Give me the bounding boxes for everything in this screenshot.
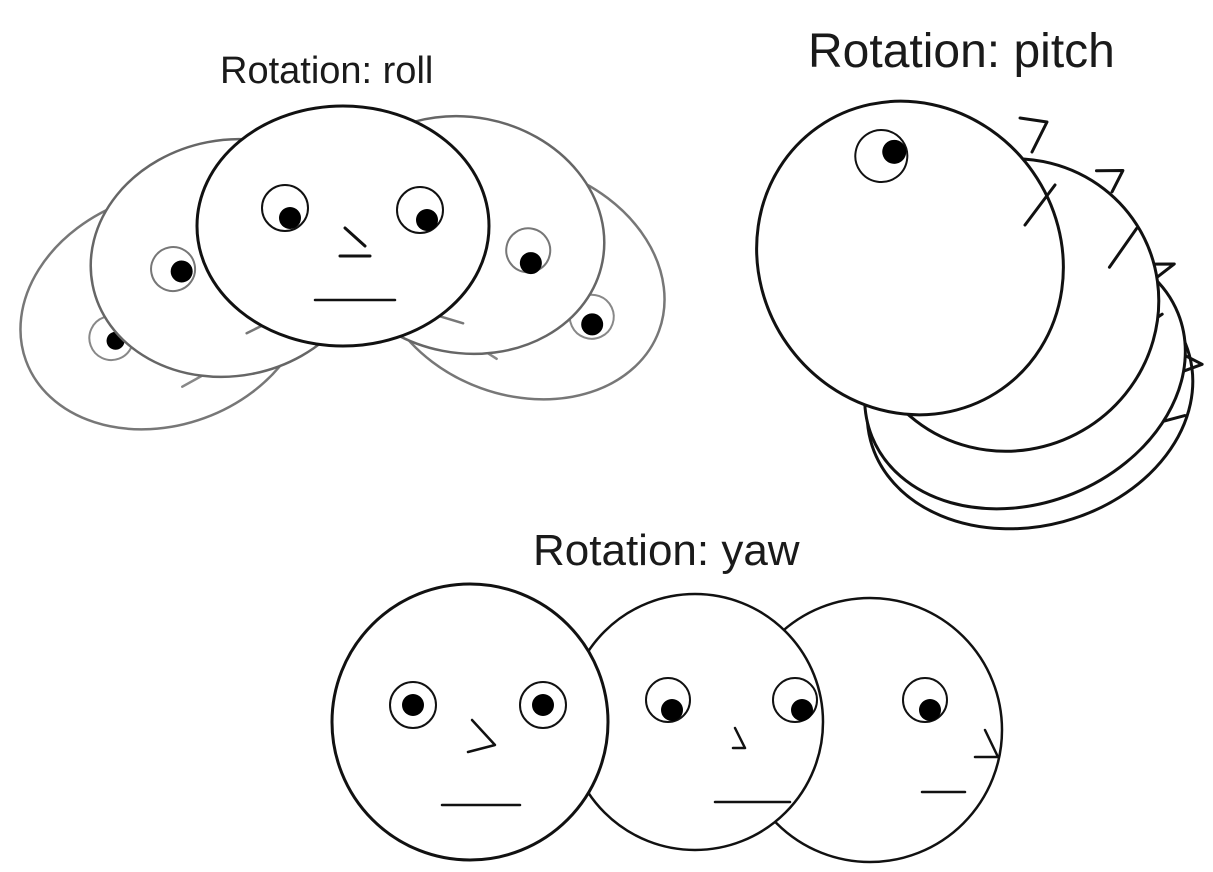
pitch-face-1 bbox=[755, 99, 1065, 417]
yaw-panel bbox=[330, 582, 1004, 864]
pitch-face-1-mouth bbox=[1023, 183, 1057, 227]
yaw-face-front-nose bbox=[466, 718, 497, 754]
yaw-face-three-quarter-pupil-right bbox=[791, 699, 813, 721]
yaw-face-profile-nose bbox=[973, 728, 1000, 759]
roll-title: Rotation: roll bbox=[220, 50, 434, 92]
pitch-panel bbox=[755, 99, 1204, 531]
roll-face-center-pupil-left bbox=[279, 207, 301, 229]
roll-face-center-nose bbox=[338, 226, 372, 258]
yaw-face-front bbox=[330, 582, 610, 862]
pitch-face-1-head bbox=[755, 99, 1065, 417]
pitch-title: Rotation: pitch bbox=[808, 25, 1115, 78]
yaw-face-front-pupil-left bbox=[402, 694, 424, 716]
yaw-face-front-head bbox=[330, 582, 610, 862]
yaw-face-three-quarter-nose bbox=[731, 726, 747, 750]
roll-face-center-pupil-right bbox=[416, 209, 438, 231]
roll-face-left-pupil bbox=[170, 260, 193, 283]
yaw-title: Rotation: yaw bbox=[533, 526, 800, 575]
yaw-face-three-quarter-pupil-left bbox=[661, 699, 683, 721]
roll-face-far-right-pupil bbox=[581, 313, 604, 336]
pitch-face-2-mouth bbox=[1107, 226, 1139, 269]
roll-face-right-pupil bbox=[519, 252, 542, 275]
pitch-face-1-nose bbox=[1018, 116, 1049, 154]
roll-face-center bbox=[195, 104, 491, 348]
yaw-face-profile-pupil bbox=[919, 699, 941, 721]
roll-panel bbox=[19, 104, 666, 431]
pitch-face-3-nose bbox=[1145, 262, 1176, 282]
pitch-face-2-nose bbox=[1094, 169, 1125, 194]
yaw-face-front-pupil-right bbox=[532, 694, 554, 716]
roll-face-center-head bbox=[195, 104, 491, 348]
pitch-face-1-pupil bbox=[882, 139, 907, 164]
